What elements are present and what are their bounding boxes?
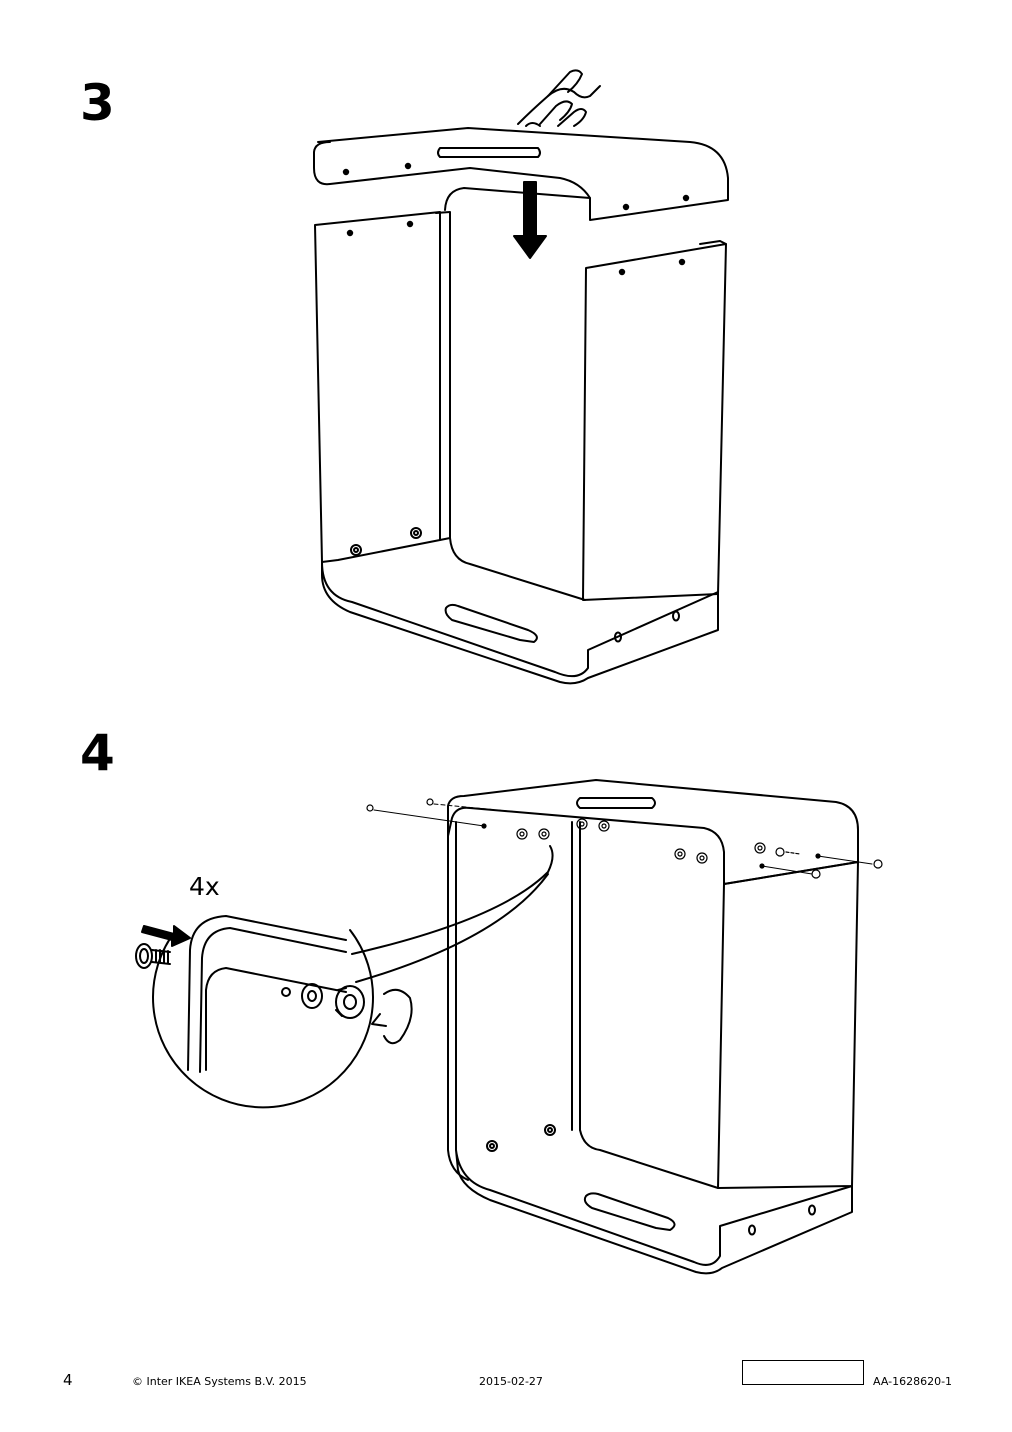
- left-side-panel: [447, 835, 469, 1181]
- step-4-number: 4: [80, 724, 115, 782]
- copyright-notice: © Inter IKEA Systems B.V. 2015: [132, 1375, 307, 1388]
- rotate-arrow-icon: [371, 988, 413, 1045]
- bottom-panel-handle-slot: [444, 603, 538, 643]
- document-code: AA-1628620-1: [873, 1375, 953, 1388]
- back-panel: [571, 821, 581, 1131]
- hand-press-icon: [517, 69, 601, 127]
- left-panel-edge: [435, 211, 451, 541]
- top-panel-handle-slot: [437, 147, 541, 158]
- callout-connector: [351, 845, 554, 955]
- quantity-label: 4x: [189, 872, 220, 901]
- bottom-panel: [321, 561, 719, 685]
- page-number: 4: [63, 1371, 73, 1389]
- blank-box: [742, 1360, 864, 1385]
- detail-callout: [152, 915, 374, 1109]
- bottom-panel-handle-slot: [583, 1192, 676, 1231]
- push-arrow-icon: [141, 925, 191, 947]
- top-panel: [447, 779, 859, 885]
- top-panel-handle-slot: [576, 797, 656, 809]
- step-4-illustration: [135, 779, 883, 1275]
- document-date: 2015-02-27: [479, 1375, 543, 1388]
- screw-icon: [135, 943, 171, 969]
- top-panel: [313, 127, 729, 221]
- bottom-panel: [455, 1149, 853, 1275]
- back-panel: [444, 187, 591, 601]
- step-3-illustration: [313, 69, 729, 685]
- right-side-panel: [582, 243, 727, 601]
- step-3-number: 3: [80, 74, 115, 132]
- down-arrow-icon: [513, 181, 547, 259]
- right-side-panel: [717, 861, 859, 1189]
- left-side-panel: [314, 211, 441, 563]
